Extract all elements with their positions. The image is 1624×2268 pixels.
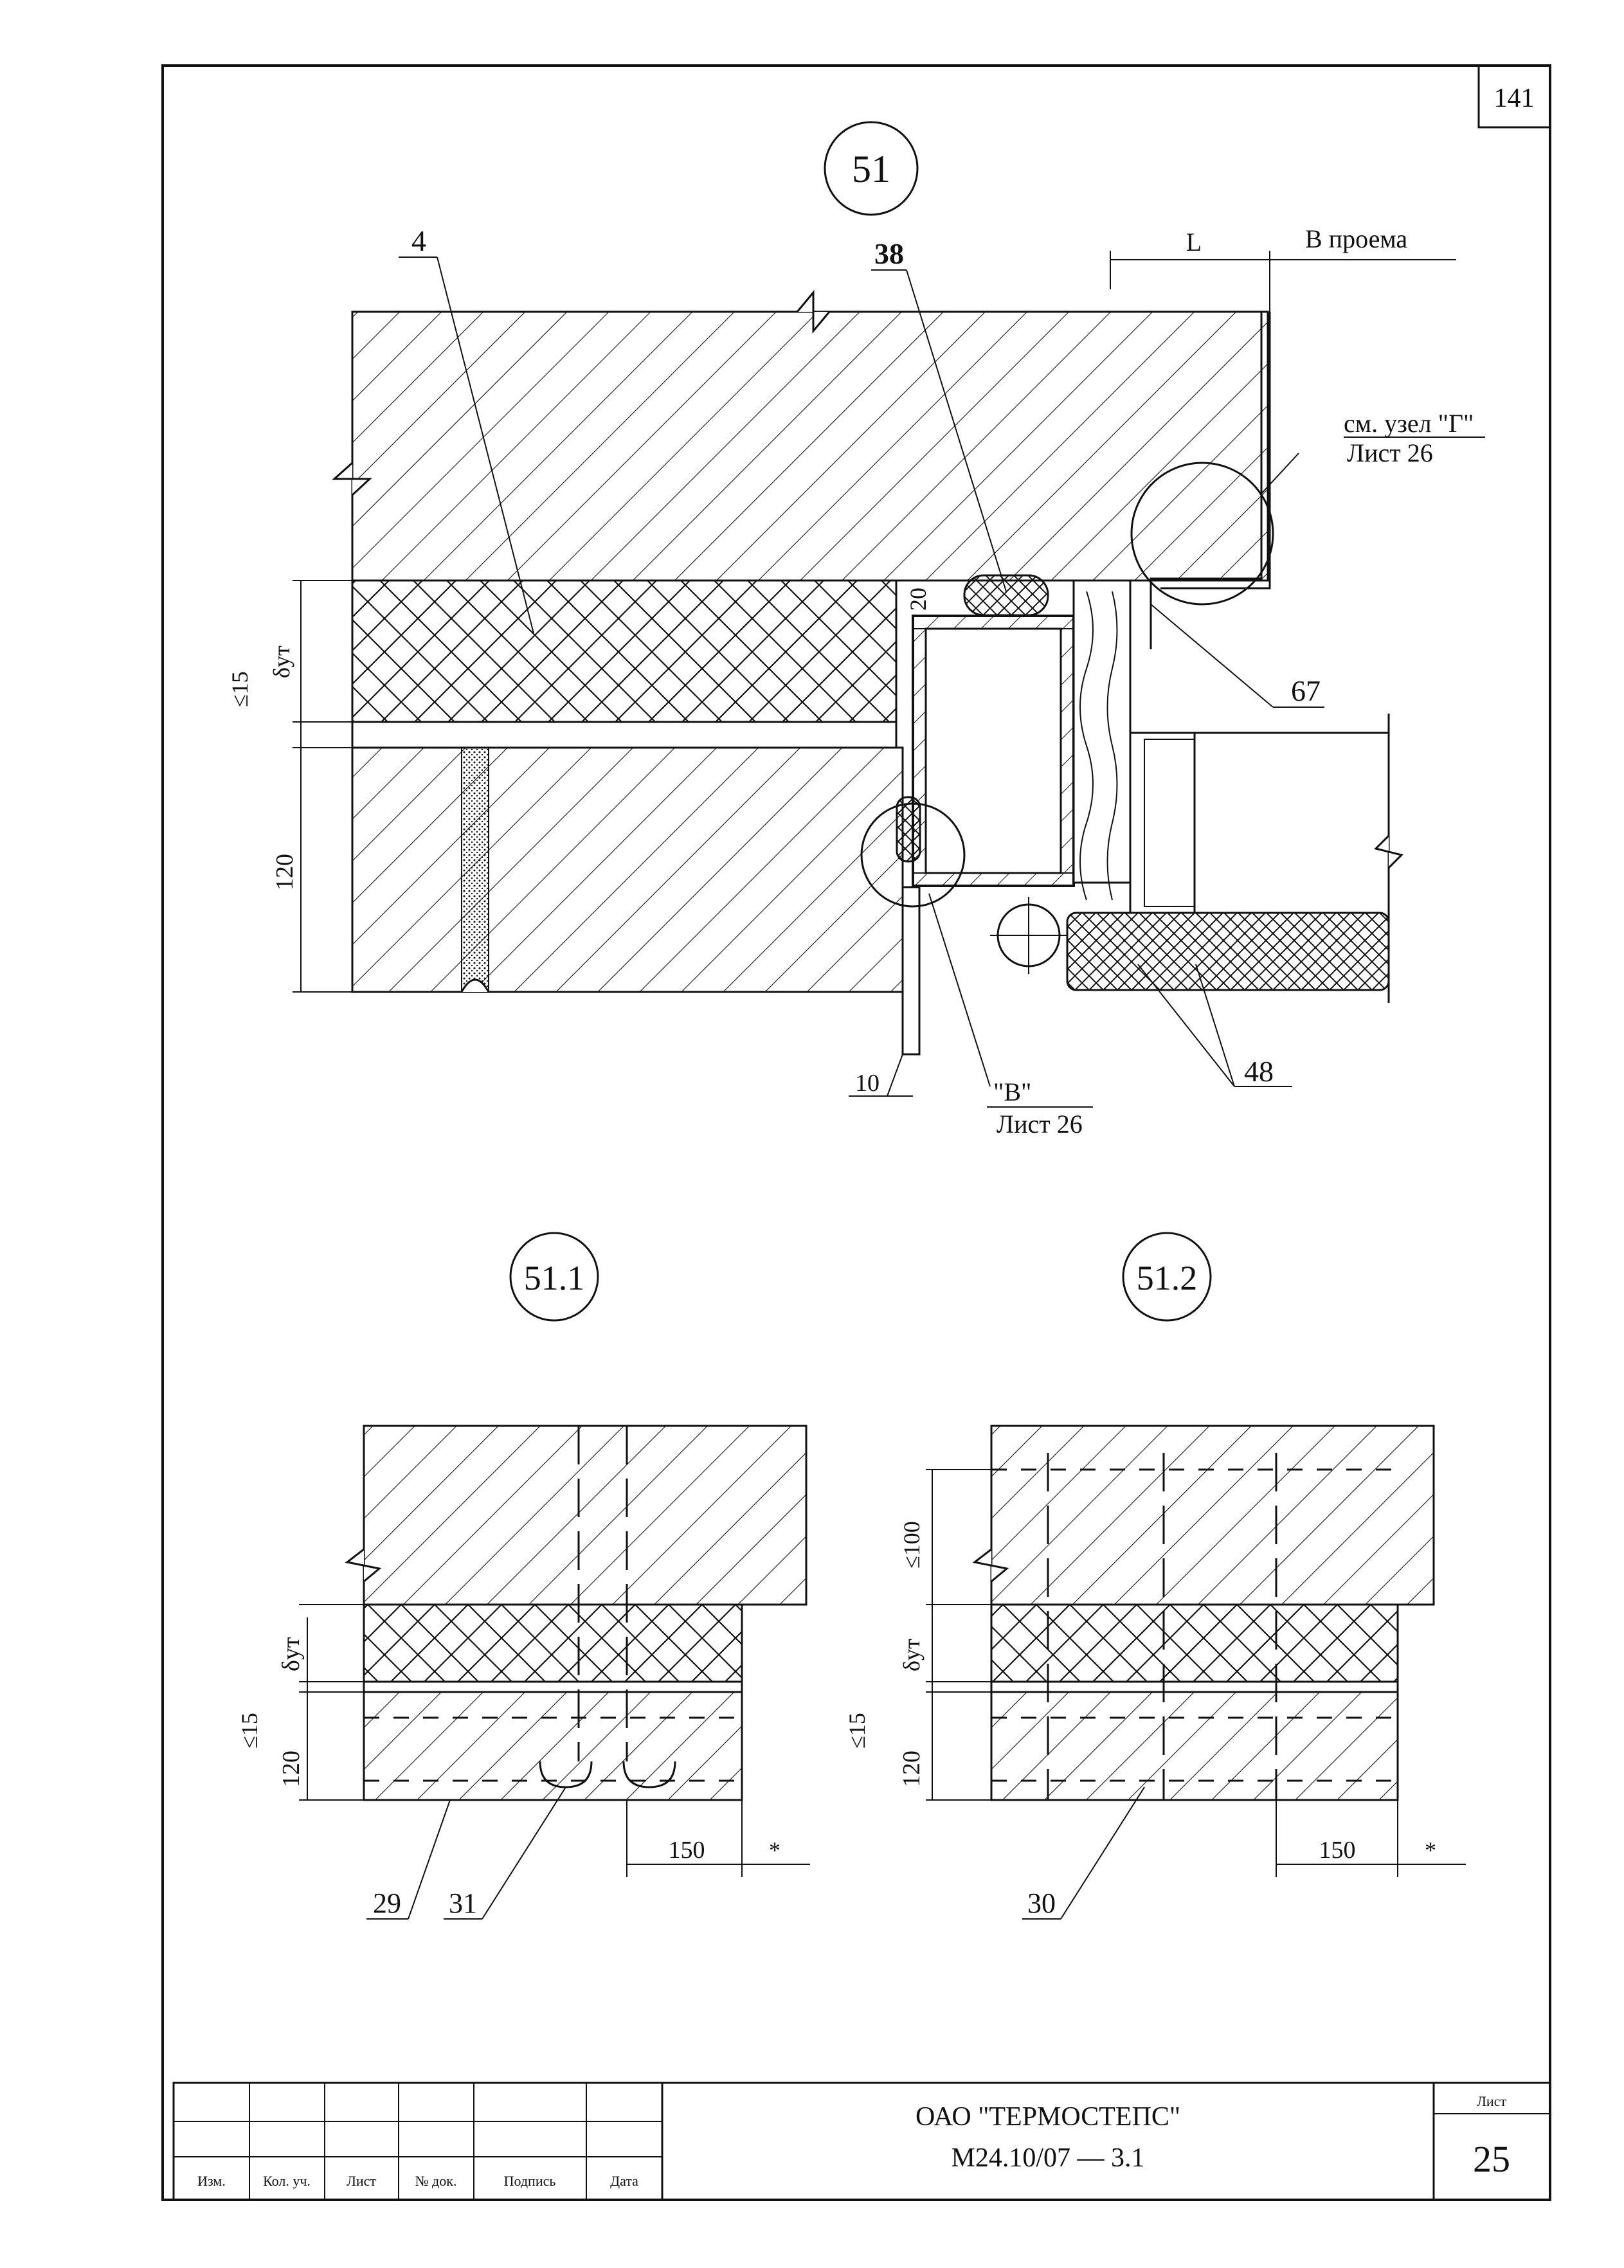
ref-g-line1: см. узел "Г" [1344, 409, 1474, 438]
window-sill-48 [1066, 912, 1390, 991]
dim-15: ≤15 [227, 671, 253, 707]
dim-100-b: ≤100 [899, 1521, 925, 1569]
tb-header-1: Кол. уч. [263, 2173, 311, 2189]
opening-label: В проема [1305, 224, 1407, 253]
tb-header-0: Изм. [197, 2173, 226, 2189]
callout-48: 48 [1244, 1055, 1274, 1088]
sill-profile [1129, 732, 1196, 914]
callout-30: 30 [1027, 1887, 1056, 1919]
node-circle-51-2 [1122, 1232, 1212, 1322]
strip-10 [901, 886, 921, 1056]
dim-15-b: ≤15 [844, 1713, 870, 1749]
insulation-gap [351, 721, 898, 749]
dim-150-a: 150 [669, 1837, 705, 1864]
callout-38: 38 [874, 237, 904, 270]
dotted-joint [461, 747, 489, 993]
corner-number-box: 141 [1477, 64, 1551, 129]
dim-delta-a: δут [278, 1637, 305, 1671]
frame-box-inner [925, 627, 1062, 874]
node-label-51-2: 51.2 [1137, 1259, 1198, 1297]
callout-10: 10 [855, 1070, 880, 1097]
callout-67: 67 [1291, 674, 1321, 707]
detail-circle-g [1130, 462, 1274, 606]
flashing [1150, 312, 1263, 649]
corner-number: 141 [1494, 84, 1535, 113]
detail-circle-v [860, 802, 966, 908]
tb-header-3: № док. [415, 2173, 457, 2189]
ref-v-line2: Лист 26 [997, 1110, 1083, 1138]
dim-150-b: 150 [1319, 1837, 1356, 1864]
tb-sheet-label: Лист [1477, 2093, 1506, 2109]
dim-delta: δут [269, 645, 294, 678]
sealant-lower [896, 796, 921, 863]
lower-panel [351, 746, 904, 993]
sealant-38 [963, 574, 1049, 616]
view-51-1: 51.1 150 * δут ≤15 120 29 31 [237, 1232, 810, 1920]
ref-v-line1: "В" [993, 1077, 1031, 1106]
dim-120: 120 [271, 854, 298, 890]
tb-header-5: Дата [610, 2173, 638, 2189]
main-view-51: 51 [227, 121, 1485, 1138]
callout-4: 4 [411, 224, 426, 257]
view-51-2: 51.2 150 * ≤100 δут ≤15 120 30 [844, 1232, 1466, 1920]
callout-31: 31 [449, 1887, 477, 1919]
node-circle-51 [824, 121, 919, 216]
node-label-51: 51 [852, 148, 890, 190]
upper-slab [351, 310, 1269, 582]
dim-L: L [1186, 228, 1202, 256]
tb-company: ОАО "ТЕРМОСТЕПС" [916, 2102, 1180, 2132]
callout-29: 29 [373, 1887, 401, 1919]
dim-delta-b: δут [899, 1639, 925, 1671]
dim-15-a: ≤15 [237, 1713, 262, 1749]
dim-120-b: 120 [898, 1751, 925, 1787]
node-label-51-1: 51.1 [524, 1259, 585, 1297]
tb-sheet-number: 25 [1473, 2138, 1510, 2180]
dim-star-a: * [769, 1837, 780, 1863]
node-circle-51-1 [509, 1232, 599, 1322]
tb-header-4: Подпись [504, 2173, 556, 2189]
tb-doc-code: М24.10/07 — 3.1 [951, 2143, 1144, 2173]
tb-header-2: Лист [347, 2173, 376, 2189]
dim-20: 20 [905, 588, 931, 611]
slab-break-mark-left [332, 462, 372, 496]
slab-break-mark-top [796, 289, 831, 334]
dim-120-a: 120 [278, 1751, 305, 1787]
dim-star-b: * [1425, 1837, 1436, 1863]
title-block: Изм. Кол. уч. Лист № док. Подпись Дата О… [172, 2082, 1551, 2201]
ref-g-line2: Лист 26 [1347, 438, 1433, 467]
insulation-layer [351, 579, 898, 723]
